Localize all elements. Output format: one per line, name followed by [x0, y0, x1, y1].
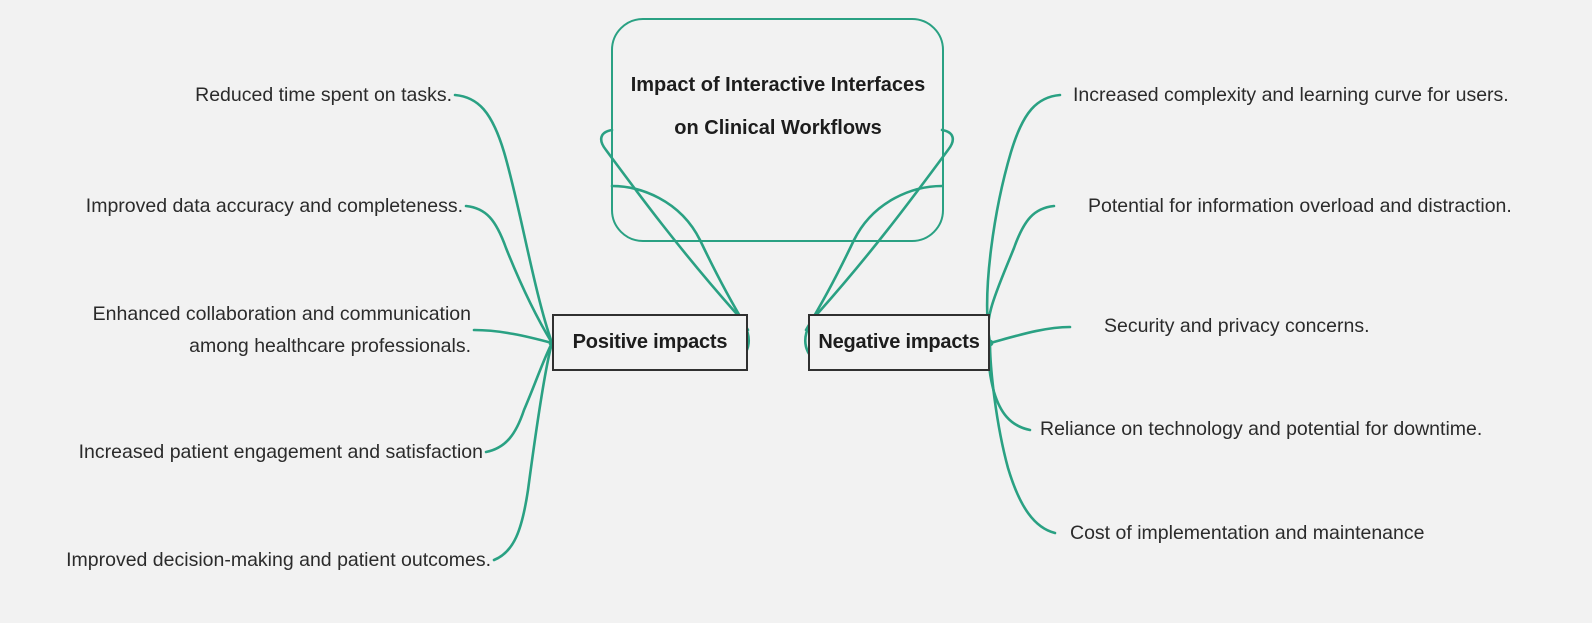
- root-node-label: Impact of Interactive Interfaces on Clin…: [630, 74, 926, 139]
- branch-label-positive: Positive impacts: [572, 331, 728, 353]
- leaf-negative-3[interactable]: Reliance on technology and potential for…: [1040, 418, 1483, 440]
- edge-leaf-left-2: [472, 328, 554, 345]
- edge-leaf-left-3: [484, 341, 554, 454]
- leaf-negative-0[interactable]: Increased complexity and learning curve …: [1073, 84, 1509, 106]
- edge-leaf-right-2: [988, 325, 1072, 345]
- leaf-positive-4[interactable]: Improved decision-making and patient out…: [66, 549, 491, 571]
- branch-box-positive[interactable]: Positive impacts: [552, 314, 748, 371]
- branch-box-negative[interactable]: Negative impacts: [808, 314, 990, 371]
- leaf-negative-4[interactable]: Cost of implementation and maintenance: [1070, 522, 1425, 544]
- edge-leaf-right-4: [988, 341, 1057, 535]
- leaf-positive-3[interactable]: Increased patient engagement and satisfa…: [78, 441, 483, 463]
- edge-leaf-right-3: [987, 341, 1032, 432]
- edge-leaf-left-0: [453, 93, 554, 345]
- root-node-shape[interactable]: [611, 18, 944, 242]
- leaf-positive-1[interactable]: Improved data accuracy and completeness.: [85, 195, 463, 217]
- leaf-positive-0[interactable]: Reduced time spent on tasks.: [195, 84, 452, 106]
- edge-leaf-left-4: [492, 341, 554, 562]
- edge-leaf-right-1: [986, 204, 1056, 345]
- leaf-negative-1[interactable]: Potential for information overload and d…: [1088, 195, 1512, 217]
- branch-label-negative: Negative impacts: [818, 331, 980, 353]
- edge-leaf-left-1: [464, 204, 554, 345]
- edge-leaf-right-0: [985, 93, 1062, 345]
- leaf-positive-2[interactable]: Enhanced collaboration and communication…: [92, 303, 471, 357]
- leaf-negative-2[interactable]: Security and privacy concerns.: [1104, 315, 1370, 337]
